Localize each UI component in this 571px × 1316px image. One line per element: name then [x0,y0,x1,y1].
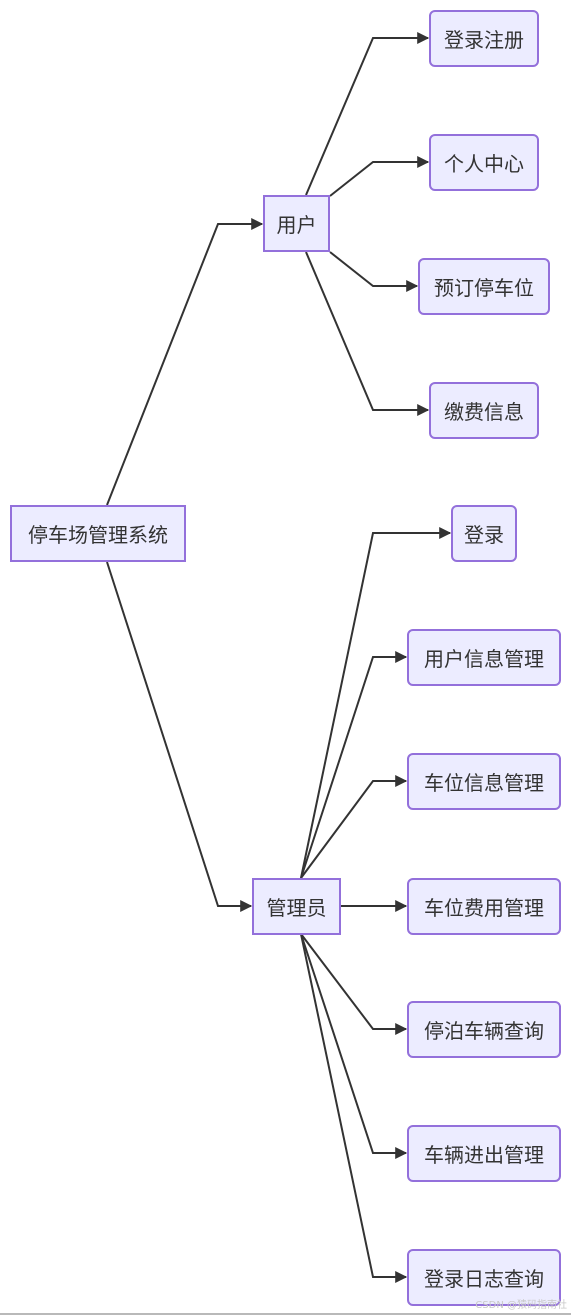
user-child-login-register: 登录注册 [429,10,539,67]
bottom-divider [0,1313,571,1315]
admin-child-login: 登录 [451,505,517,562]
edge-admin-vehicle-io [300,933,408,1159]
edge-admin-parked-query [300,933,408,1035]
edge-admin-spot-info [300,775,408,879]
edge-admin-login [300,527,452,879]
root-node: 停车场管理系统 [10,505,186,562]
admin-child-user-info: 用户信息管理 [407,629,561,686]
admin-child-spot-info: 车位信息管理 [407,753,561,810]
user-child-reserve-spot: 预订停车位 [418,258,550,315]
admin-child-login-log: 登录日志查询 [407,1249,561,1306]
edge-root-admin [106,561,253,912]
edge-admin-login-log [300,933,408,1283]
admin-child-parked-query: 停泊车辆查询 [407,1001,561,1058]
admin-child-spot-fee: 车位费用管理 [407,878,561,935]
admin-node: 管理员 [252,878,341,935]
edge-user-profile [329,156,430,197]
admin-child-vehicle-io: 车辆进出管理 [407,1125,561,1182]
watermark: CSDN @猿码指南社 [475,1300,567,1311]
user-child-profile: 个人中心 [429,134,539,191]
user-child-payment-info: 缴费信息 [429,382,539,439]
edge-user-payment [305,251,430,416]
user-node: 用户 [263,195,330,252]
edge-admin-user-info [300,651,408,879]
edge-user-login-register [305,32,430,196]
edge-user-reserve [329,251,419,292]
edge-root-user [106,218,264,506]
